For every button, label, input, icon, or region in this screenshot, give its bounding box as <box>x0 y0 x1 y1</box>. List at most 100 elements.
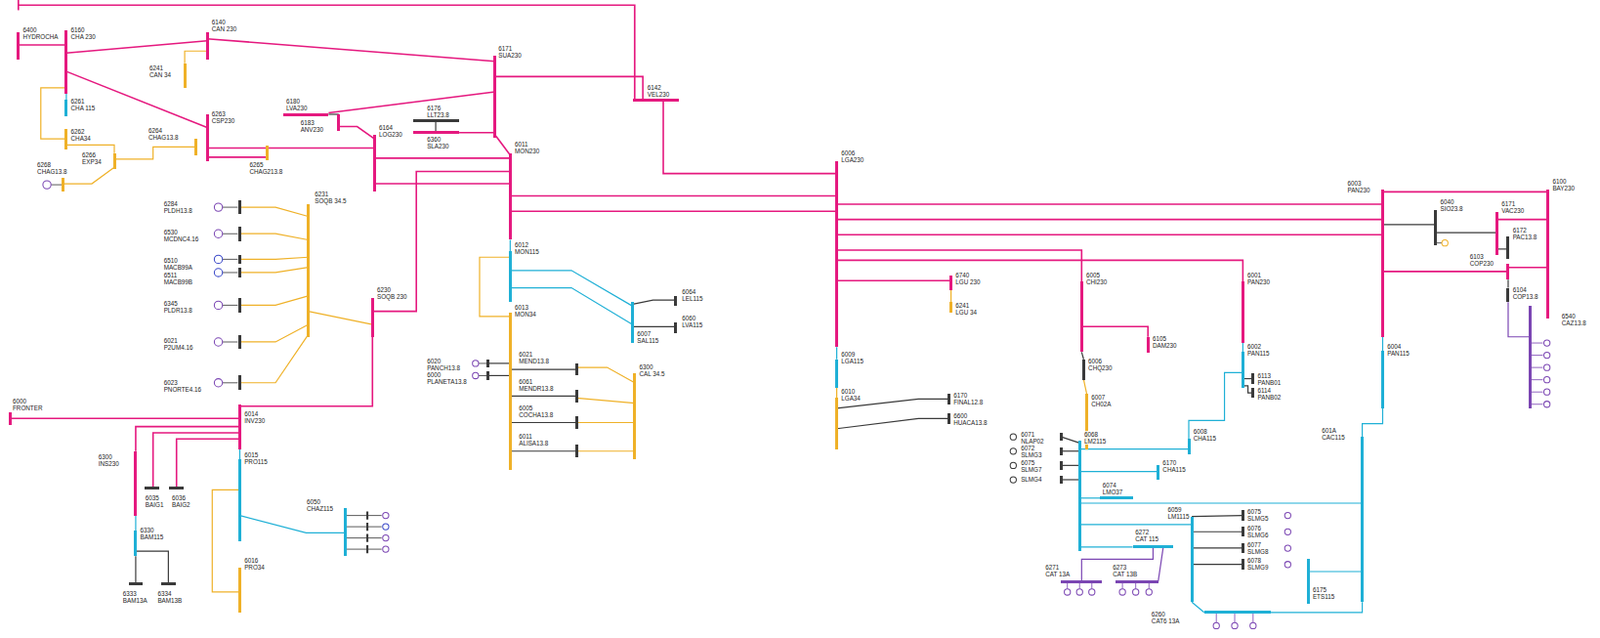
bus-bar: 6740LGU 230 <box>949 275 953 291</box>
line-connector <box>836 387 838 398</box>
bus-label: 6061MENDR13.8 <box>518 378 554 392</box>
bus-number: 6261 <box>70 97 96 105</box>
line-connector <box>509 395 577 397</box>
load-feeder <box>344 515 382 549</box>
generator-symbol <box>213 229 222 238</box>
bus-number: 6005 <box>518 404 554 412</box>
bus-name: PAN230 <box>1347 186 1371 194</box>
bus-number: 6020 <box>426 357 462 365</box>
bus-label: 6176LLT23.8 <box>426 104 451 119</box>
bus-label: 6175ETS115 <box>1311 586 1335 600</box>
bus-bar: 6061MENDR13.8 <box>575 389 579 403</box>
bus-name: CHAG13.8 <box>147 133 178 141</box>
bus-name: MENDR13.8 <box>518 384 554 392</box>
bus-label: 6600HUACA13.8 <box>953 412 988 426</box>
bus-label: 6300INS230 <box>97 453 120 467</box>
bus-number: 6511 <box>163 271 193 279</box>
bus-name: SLMG4 <box>1020 475 1043 483</box>
line-connector <box>207 147 375 150</box>
bus-bar: 6076SLMG6 <box>1241 526 1245 537</box>
bus-number: 6530 <box>163 228 200 236</box>
bus-number: 6262 <box>70 127 91 135</box>
bus-name: CH02A <box>1091 400 1112 408</box>
bus-number: 6241 <box>955 301 978 309</box>
bus-label: 6059LM1115 <box>1167 505 1190 520</box>
bus-bar: SLMG4 <box>1059 475 1063 484</box>
load-symbol <box>382 534 389 541</box>
line-connector <box>307 311 373 326</box>
bus-bar: 6103COP230 <box>1506 263 1510 281</box>
bus-number: 6273 <box>1112 563 1138 571</box>
bus-label: 6360SLA230 <box>426 135 450 150</box>
line-connector <box>1079 502 1362 504</box>
bus-name: INV230 <box>244 417 266 424</box>
bus-name: ETS115 <box>1311 592 1335 600</box>
bus-bar: 6002PAN115 <box>1241 351 1245 388</box>
bus-label: 6021P2UM4.16 <box>163 336 194 351</box>
bus-label: 6013MON34 <box>513 303 537 318</box>
bus-number: 6075 <box>1020 459 1043 466</box>
bus-bar: 6171SUA230 <box>493 55 497 138</box>
bus-bar: 6160CHA 230 <box>64 30 68 94</box>
bus-number: 6140 <box>210 18 238 26</box>
bus-number: 6003 <box>1347 179 1371 187</box>
bus-name: SLMG3 <box>1020 451 1043 459</box>
bus-label: 6001PAN230 <box>1247 271 1271 286</box>
line-connector <box>1242 342 1244 352</box>
bus-name: CHAG213.8 <box>249 168 284 175</box>
bus-name: LLT23.8 <box>426 111 451 119</box>
bus-bar: 6006LGA230 <box>835 161 839 347</box>
line-connector <box>576 397 635 403</box>
bus-number: 6036 <box>170 494 191 502</box>
bus-number: 6021 <box>163 336 194 344</box>
bus-label: 6036BAIG2 <box>170 494 191 508</box>
bus-number: 6175 <box>1311 586 1335 593</box>
bus-bar: 6113PANB01 <box>1251 373 1255 383</box>
bus-number: 6360 <box>426 135 450 143</box>
bus-label: 6171SUA230 <box>498 44 522 59</box>
line-connector <box>632 299 676 304</box>
line-connector <box>328 91 495 113</box>
bus-wire <box>18 4 635 100</box>
load-symbol <box>1076 589 1083 595</box>
bus-number: 6510 <box>163 256 193 264</box>
line-connector <box>837 279 952 282</box>
bus-label: 6078SLMG9 <box>1247 556 1269 571</box>
bus-name: LMO37 <box>1101 488 1124 496</box>
bus-number: 6074 <box>1101 481 1124 489</box>
bus-number: 6114 <box>1257 386 1282 394</box>
bus-name: LVA230 <box>285 104 307 112</box>
bus-label: 6510MACB99A <box>163 256 193 271</box>
bus-name: VAC230 <box>1501 207 1525 214</box>
load-symbol <box>1064 589 1071 595</box>
bus-label: 6170CHA115 <box>1162 459 1186 473</box>
bus-bar: 6330BAM115 <box>133 530 137 556</box>
line-connector <box>837 259 1244 282</box>
bus-name: FINAL12.8 <box>953 398 984 406</box>
bus-bar: 6059LM1115 <box>1190 516 1194 603</box>
bus-number: 6010 <box>841 387 862 395</box>
bus-label: 6268CHAG13.8 <box>37 161 68 175</box>
bus-bar: 6333BAM13A <box>128 582 144 586</box>
bus-label: 6035BAIG1 <box>144 494 165 508</box>
generator-stub <box>222 341 239 343</box>
bus-bar: 6271CAT 13A <box>1060 580 1102 584</box>
line-connector <box>509 210 837 212</box>
load-symbol <box>1544 401 1551 408</box>
bus-label: 6740LGU 230 <box>955 271 981 286</box>
bus-number: 6078 <box>1247 556 1269 564</box>
line-connector <box>1188 372 1243 439</box>
bus-name: LGA230 <box>841 156 865 164</box>
bus-number: 6271 <box>1045 563 1071 571</box>
bus-bar: 6261CHA 115 <box>64 99 68 117</box>
bus-label: 6005CHI230 <box>1085 271 1107 286</box>
bus-label: 6074LMO37 <box>1101 481 1124 496</box>
bus-name: ANV230 <box>299 126 324 133</box>
generator-symbol <box>472 372 479 379</box>
bus-label: 6103COP230 <box>1469 252 1494 267</box>
bus-name: PAN115 <box>1387 349 1411 357</box>
line-connector <box>239 207 308 216</box>
line-connector <box>495 134 511 156</box>
